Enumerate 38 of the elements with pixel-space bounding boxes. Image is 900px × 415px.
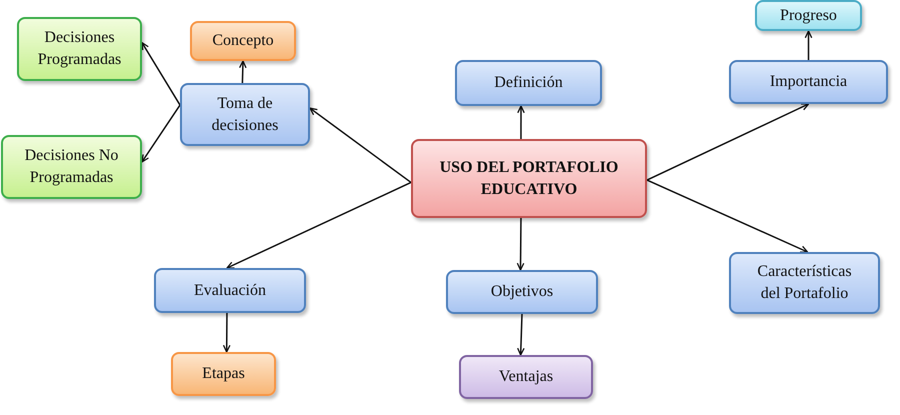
arrow [238,60,247,84]
arrow [517,314,525,356]
topic-box [180,83,310,146]
node-text: Progreso [780,6,837,26]
node-text: Toma de decisiones [210,94,280,136]
arrow [804,30,812,60]
node-text: Importancia [770,72,848,92]
arrow [516,218,524,271]
node-text: Objetivos [490,282,554,302]
node-text: Evaluación [194,280,266,301]
node-text: Definición [494,73,563,94]
topic-box [17,17,142,81]
arrow [646,179,808,253]
topic-box [446,270,598,314]
arrow [141,104,181,163]
node-text: Etapas [202,364,245,384]
node-text: Características del Portafolio [756,262,853,304]
node-text: Concepto [212,31,274,52]
arrow [646,103,810,181]
topic-box [455,60,602,106]
arrow [226,182,412,269]
topic-box [1,135,142,199]
node-text: USO DEL PORTAFOLIO EDUCATIVO [438,158,620,200]
central-topic-box [411,139,647,218]
topic-box [729,252,880,314]
node-text: Ventajas [498,367,554,388]
topic-box [154,268,306,313]
arrow [309,108,412,184]
topic-box [171,352,276,396]
topic-box [729,60,888,104]
node-text: Decisiones Programadas [36,28,122,70]
arrow [141,42,181,106]
arrow [222,313,231,353]
topic-box [190,21,296,61]
arrow [517,105,525,139]
node-text: Decisiones No Programadas [24,146,120,188]
topic-box [459,355,593,399]
topic-box [755,0,862,31]
